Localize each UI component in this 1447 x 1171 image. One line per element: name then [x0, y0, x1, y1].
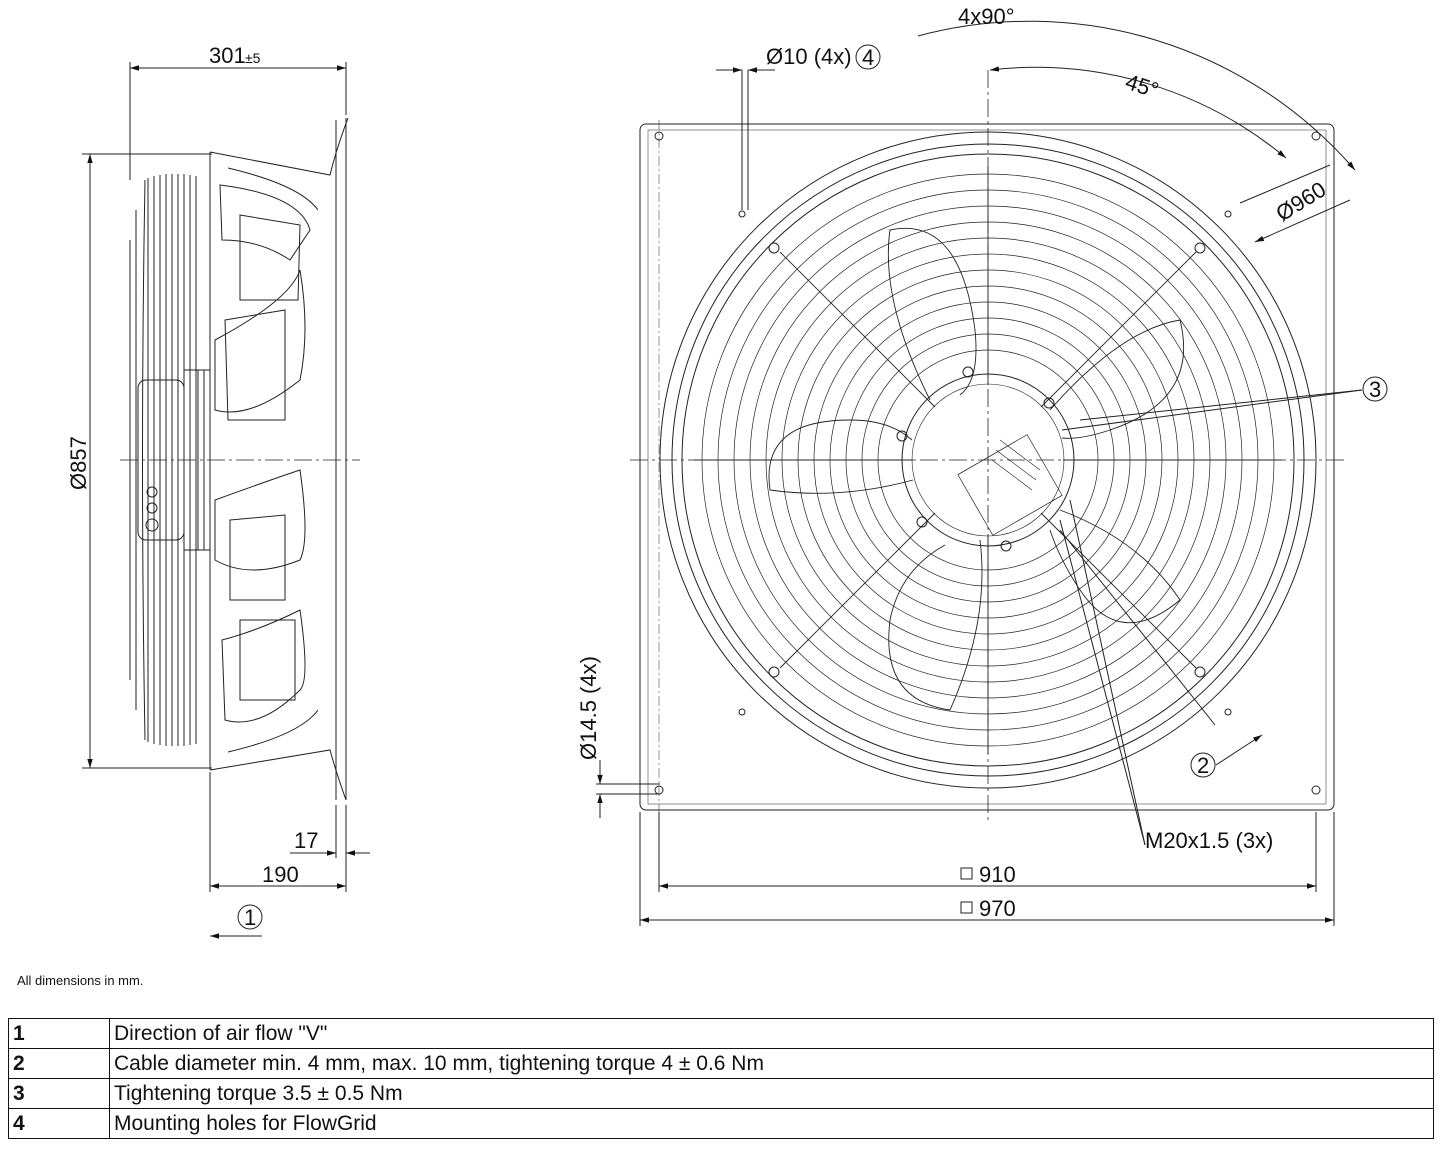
dim-301	[129, 62, 347, 180]
dim-857-label: Ø857	[66, 436, 91, 490]
dim-angles	[917, 20, 1356, 171]
dim-17-190	[209, 772, 370, 892]
guard-fixings	[768, 242, 1206, 678]
table-row: 2 Cable diameter min. 4 mm, max. 10 mm, …	[8, 1048, 1434, 1079]
callout-2: 2	[1190, 752, 1216, 778]
dim-301-tol: ±5	[245, 50, 261, 66]
table-row: 3 Tightening torque 3.5 ± 0.5 Nm	[8, 1078, 1434, 1109]
dim-190-label: 190	[262, 862, 299, 887]
dim-d10	[716, 67, 775, 210]
dim-301-label: 301	[209, 43, 246, 68]
mounting-plate	[639, 123, 1335, 811]
side-housing	[209, 117, 349, 801]
units-note: All dimensions in mm.	[17, 973, 144, 988]
holes-10-label: Ø10 (4x)	[766, 44, 852, 69]
dim-17-label: 17	[294, 828, 318, 853]
callout-1: 1	[237, 904, 263, 930]
dim-857	[82, 153, 212, 769]
holes-145-label: Ø14.5 (4x)	[576, 656, 601, 760]
front-blades	[768, 228, 1185, 711]
table-row: 1 Direction of air flow "V"	[8, 1018, 1434, 1049]
angle-45-label: 45°	[1122, 69, 1161, 103]
side-blades	[214, 184, 311, 723]
svg-text:4: 4	[862, 45, 874, 70]
callout-4: 4	[855, 44, 881, 70]
svg-text:970: 970	[979, 896, 1016, 921]
thread-label: M20x1.5 (3x)	[1145, 828, 1273, 853]
technical-drawing: 301 ±5 Ø857 17 190 1	[66, 4, 1388, 939]
legend-text: Mounting holes for FlowGrid	[109, 1108, 1434, 1139]
dim-d960-line	[1239, 164, 1331, 204]
dim-d145	[596, 760, 660, 818]
table-row: 4 Mounting holes for FlowGrid	[8, 1108, 1434, 1139]
legend-table: 1 Direction of air flow "V" 2 Cable diam…	[8, 1018, 1434, 1139]
dim-970-label: 970	[960, 896, 1016, 921]
side-guard	[129, 174, 197, 746]
svg-text:1: 1	[244, 905, 256, 930]
front-view	[596, 20, 1363, 926]
legend-key: 2	[8, 1048, 110, 1079]
legend-key: 4	[8, 1108, 110, 1139]
angle-90-label: 4x90°	[958, 4, 1015, 29]
legend-text: Tightening torque 3.5 ± 0.5 Nm	[109, 1078, 1434, 1109]
side-view	[82, 62, 370, 939]
legend-text: Cable diameter min. 4 mm, max. 10 mm, ti…	[109, 1048, 1434, 1079]
dim-910-970	[639, 812, 1335, 926]
callout-3: 3	[1362, 376, 1388, 402]
nozzle-outer	[659, 131, 1317, 789]
guard-spokes	[694, 166, 1282, 754]
legend-text: Direction of air flow "V"	[109, 1018, 1434, 1049]
dim-910-label: 910	[960, 862, 1016, 887]
plate-holes	[654, 131, 1321, 795]
svg-text:3: 3	[1369, 377, 1381, 402]
svg-text:2: 2	[1197, 753, 1209, 778]
legend-key: 1	[8, 1018, 110, 1049]
svg-text:910: 910	[979, 862, 1016, 887]
thread-leader	[1059, 519, 1146, 846]
legend-key: 3	[8, 1078, 110, 1109]
dia-960-label: Ø960	[1271, 177, 1330, 227]
front-motor	[896, 366, 1075, 552]
